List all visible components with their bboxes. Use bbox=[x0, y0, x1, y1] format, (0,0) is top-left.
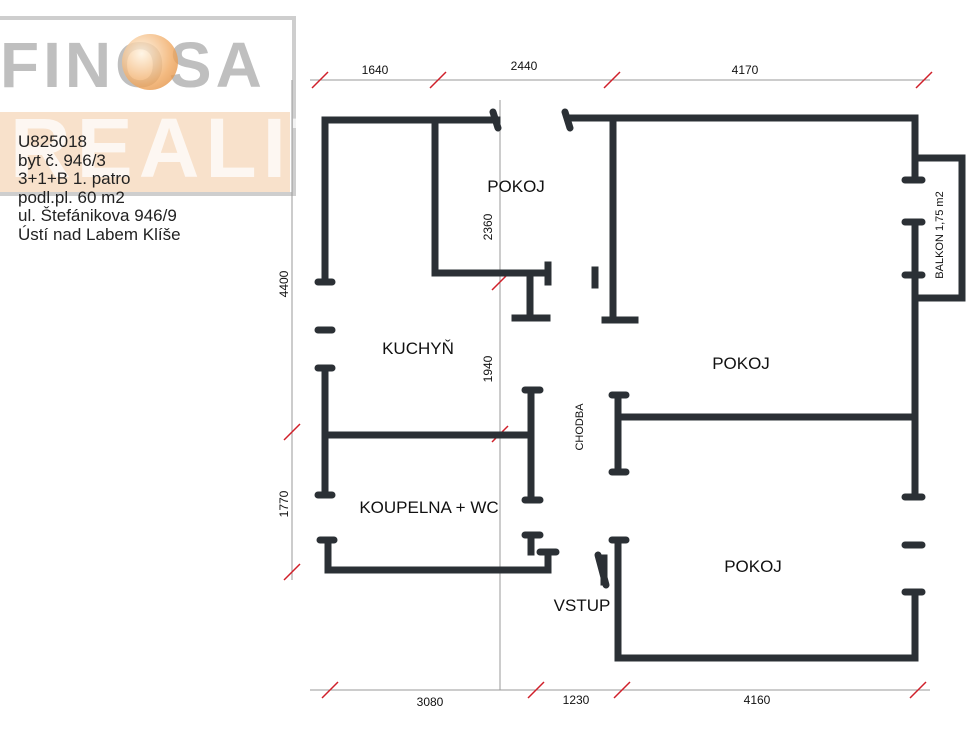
dim-inner-1: 2360 bbox=[481, 213, 495, 240]
balcony-outline bbox=[911, 154, 966, 302]
dim-bottom-3: 4160 bbox=[744, 693, 771, 707]
room-chodba: CHODBA bbox=[574, 403, 586, 451]
room-kuchyn: KUCHYŇ bbox=[382, 339, 454, 358]
room-pokoj-mid: POKOJ bbox=[712, 354, 770, 373]
listing-info: U825018 byt č. 946/3 3+1+B 1. patro podl… bbox=[18, 132, 181, 244]
dim-inner-2: 1940 bbox=[481, 355, 495, 382]
openings bbox=[314, 108, 926, 596]
logo-frame bbox=[0, 16, 296, 196]
dim-bottom-2: 1230 bbox=[563, 693, 590, 707]
dimension-ticks bbox=[283, 71, 933, 699]
listing-code: U825018 bbox=[18, 132, 88, 151]
dimension-lines bbox=[291, 79, 930, 691]
room-pokoj-bottom: POKOJ bbox=[724, 557, 782, 576]
listing-flat-no: byt č. 946/3 bbox=[18, 150, 106, 170]
dim-top-3: 4170 bbox=[732, 63, 759, 77]
logo-ball-icon bbox=[122, 34, 178, 90]
logo-band bbox=[0, 112, 290, 192]
listing-layout: 3+1+B 1. patro bbox=[18, 169, 131, 188]
dim-top-2: 2440 bbox=[511, 59, 538, 73]
listing-street: ul. Štefánikova 946/9 bbox=[18, 206, 177, 225]
room-pokoj-top: POKOJ bbox=[487, 177, 545, 196]
room-vstup: VSTUP bbox=[554, 596, 611, 615]
dim-left-2: 1770 bbox=[277, 490, 291, 517]
room-koupelna: KOUPELNA + WC bbox=[359, 498, 498, 517]
room-labels: POKOJ POKOJ POKOJ KUCHYŇ KOUPELNA + WC V… bbox=[359, 177, 946, 615]
dim-bottom-1: 3080 bbox=[417, 695, 444, 709]
dimension-labels: 1640 2440 4170 3080 1230 4160 4400 1770 … bbox=[277, 59, 771, 709]
dim-top-1: 1640 bbox=[362, 63, 389, 77]
listing-area: podl.pl. 60 m2 bbox=[18, 187, 125, 207]
listing-city: Ústí nad Labem Klíše bbox=[18, 224, 181, 244]
dim-left-1: 4400 bbox=[277, 270, 291, 297]
room-balkon: BALKON 1,75 m2 bbox=[934, 191, 946, 278]
walls bbox=[321, 114, 966, 662]
